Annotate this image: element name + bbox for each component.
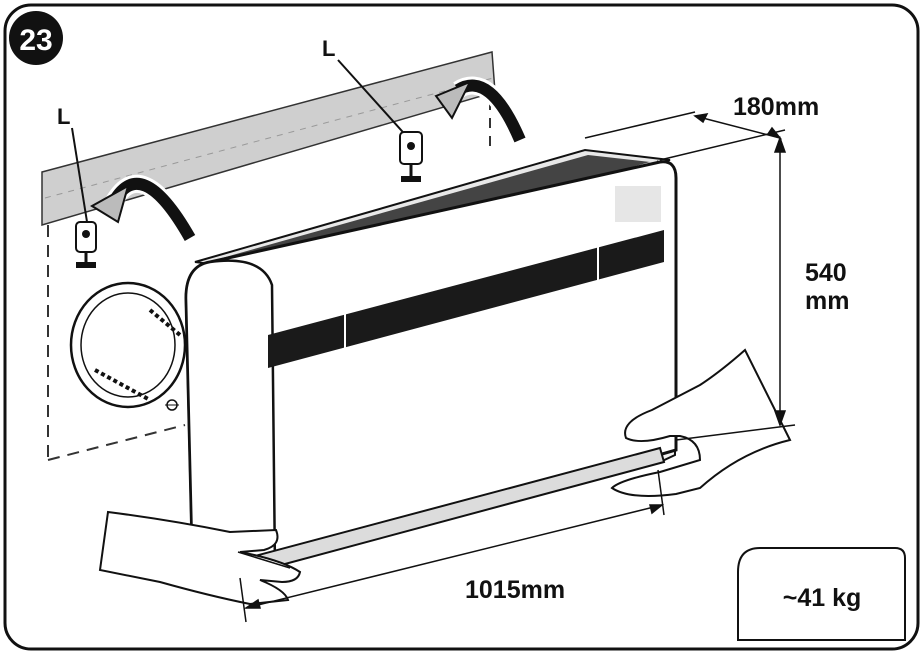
bracket-left-label: L xyxy=(57,104,70,129)
width-label: 1015mm xyxy=(465,576,565,604)
air-conditioner-unit xyxy=(184,148,678,579)
depth-dimension xyxy=(584,111,786,161)
depth-label: 180mm xyxy=(733,93,819,121)
front-vent-stripe xyxy=(268,230,664,368)
height-unit-label: mm xyxy=(805,287,849,315)
width-dimension xyxy=(239,469,665,623)
wall-duct-hole xyxy=(69,281,187,411)
display-panel xyxy=(615,186,661,222)
right-hand-icon xyxy=(610,348,792,497)
left-rotation-arrow-icon xyxy=(90,174,198,243)
bracket-right-label: L xyxy=(322,36,335,61)
step-number: 23 xyxy=(19,24,52,57)
height-dimension xyxy=(675,135,796,441)
weight-label: ~41 kg xyxy=(783,584,862,612)
weight-box xyxy=(737,547,906,641)
bracket-left-icon xyxy=(71,127,97,268)
rail-guide-line xyxy=(44,77,494,199)
bracket-right-icon xyxy=(337,59,423,182)
step-badge xyxy=(9,11,63,65)
wall-area xyxy=(47,100,491,461)
right-rotation-arrow-icon xyxy=(434,76,529,144)
height-value-label: 540 xyxy=(805,259,847,287)
